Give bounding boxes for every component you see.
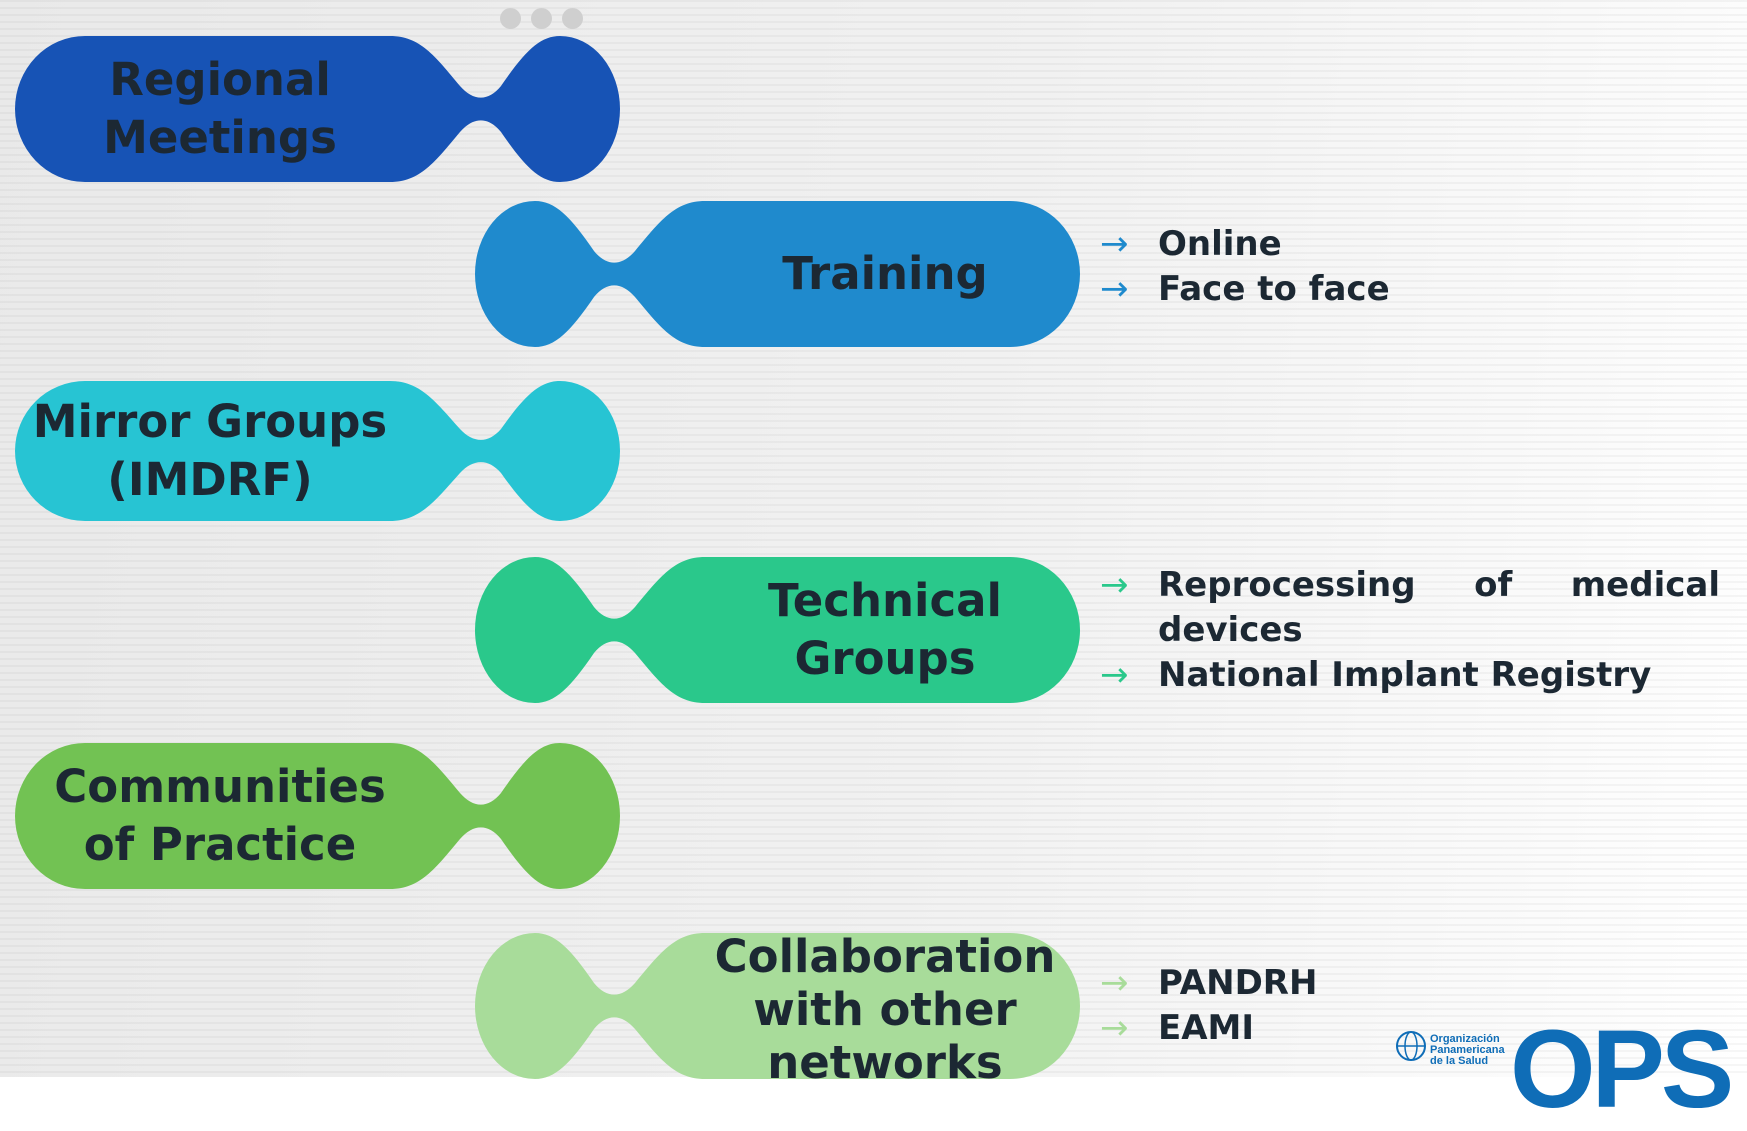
shape-collaboration bbox=[475, 933, 1080, 1079]
training-list: → Online → Face to face bbox=[1100, 222, 1700, 312]
list-item: → Reprocessing of medical devices bbox=[1100, 565, 1720, 650]
more-options[interactable] bbox=[500, 8, 583, 29]
list-item: → EAMI bbox=[1100, 1006, 1700, 1051]
arrow-icon: → bbox=[1100, 224, 1129, 264]
node-training: Training bbox=[782, 247, 988, 300]
arrow-icon: → bbox=[1100, 963, 1129, 1003]
ops-logo: OPS bbox=[1510, 1008, 1734, 1131]
globe-logo-icon bbox=[1396, 1031, 1426, 1061]
shape-mirror-groups bbox=[15, 381, 620, 521]
arrow-icon: → bbox=[1100, 655, 1129, 695]
technical-list: → Reprocessing of medical devices → Nati… bbox=[1100, 563, 1720, 698]
node-mirror-groups: Mirror Groups(IMDRF) bbox=[32, 395, 388, 506]
collaboration-list: → PANDRH → EAMI bbox=[1100, 961, 1700, 1051]
list-item: → Face to face bbox=[1100, 267, 1700, 312]
dot bbox=[500, 8, 521, 29]
shape-communities bbox=[15, 743, 620, 889]
org-name: Organización Panamericana de la Salud bbox=[1430, 1033, 1505, 1067]
dot bbox=[531, 8, 552, 29]
dot bbox=[562, 8, 583, 29]
shape-technical-groups bbox=[475, 557, 1080, 703]
arrow-icon: → bbox=[1100, 269, 1129, 309]
arrow-icon: → bbox=[1100, 565, 1129, 605]
shape-regional-meetings bbox=[15, 36, 620, 182]
shape-training bbox=[475, 201, 1080, 347]
list-item: → Online bbox=[1100, 222, 1700, 267]
list-item: → PANDRH bbox=[1100, 961, 1700, 1006]
list-item: → National Implant Registry bbox=[1100, 653, 1720, 698]
arrow-icon: → bbox=[1100, 1008, 1129, 1048]
